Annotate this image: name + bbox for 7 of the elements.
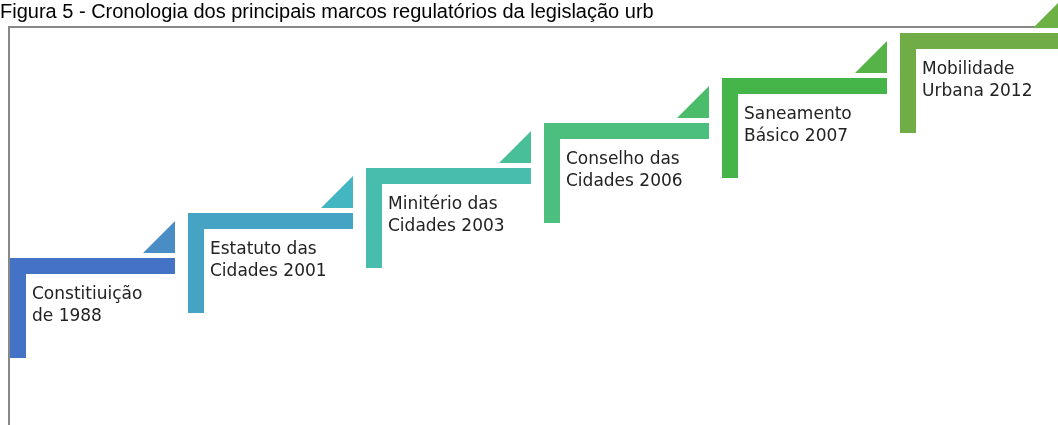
step-label: Conselho das Cidades 2006 bbox=[566, 147, 684, 191]
figure-title: Figura 5 - Cronologia dos principais marcos regulatórios da legislação urb bbox=[0, 0, 654, 23]
step-label: Saneamento Básico 2007 bbox=[744, 102, 853, 146]
step-label: Estatuto das Cidades 2001 bbox=[210, 237, 328, 281]
step-label: Minitério das Cidades 2003 bbox=[388, 192, 506, 236]
step-label: Mobilidade Urbana 2012 bbox=[922, 57, 1034, 101]
step-label: Constitiuição de 1988 bbox=[32, 282, 144, 326]
